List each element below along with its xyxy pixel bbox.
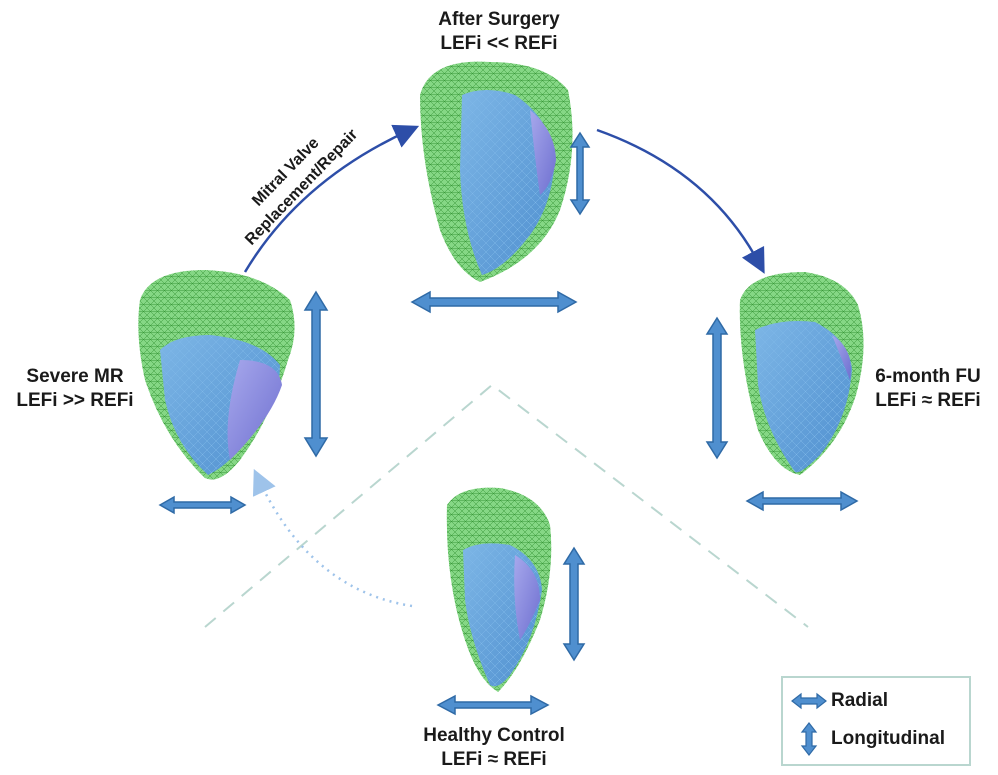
legend-radial-label: Radial <box>831 690 888 712</box>
legend-longitudinal-label: Longitudinal <box>831 728 945 750</box>
label-healthy: Healthy Control LEFi ≈ REFi <box>390 724 598 772</box>
legend: Radial Longitudinal <box>781 676 971 766</box>
severe-mr-subtitle: LEFi >> REFi <box>0 389 150 413</box>
severe-mr-title: Severe MR <box>0 365 150 389</box>
radial-arrow-icon <box>791 692 827 710</box>
longitudinal-arrow-healthy <box>564 548 584 660</box>
followup-arrow <box>597 130 760 265</box>
radial-arrow-after-surgery <box>412 292 576 312</box>
longitudinal-arrow-six-month <box>707 318 727 458</box>
label-severe-mr: Severe MR LEFi >> REFi <box>0 365 150 413</box>
healthy-title: Healthy Control <box>390 724 598 748</box>
heart-after-surgery <box>420 62 573 282</box>
control-dotted-arrow <box>258 478 412 606</box>
after-surgery-title: After Surgery <box>392 8 606 32</box>
label-six-month: 6-month FU LEFi ≈ REFi <box>860 365 996 413</box>
heart-severe-mr <box>138 270 294 480</box>
radial-arrow-severe-mr <box>160 497 245 513</box>
longitudinal-arrow-icon <box>791 722 827 756</box>
longitudinal-arrow-severe-mr <box>305 292 327 456</box>
label-after-surgery: After Surgery LEFi << REFi <box>392 8 606 56</box>
six-month-title: 6-month FU <box>860 365 996 389</box>
healthy-subtitle: LEFi ≈ REFi <box>390 748 598 772</box>
heart-healthy <box>447 488 551 692</box>
heart-six-month <box>740 272 864 475</box>
legend-longitudinal: Longitudinal <box>791 722 945 756</box>
radial-arrow-healthy <box>438 696 548 714</box>
legend-radial: Radial <box>791 690 888 712</box>
transition-label: Mitral Valve Replacement/Repair <box>226 111 361 249</box>
radial-arrow-six-month <box>747 492 857 510</box>
longitudinal-arrow-after-surgery <box>571 133 589 214</box>
six-month-subtitle: LEFi ≈ REFi <box>860 389 996 413</box>
after-surgery-subtitle: LEFi << REFi <box>392 32 606 56</box>
